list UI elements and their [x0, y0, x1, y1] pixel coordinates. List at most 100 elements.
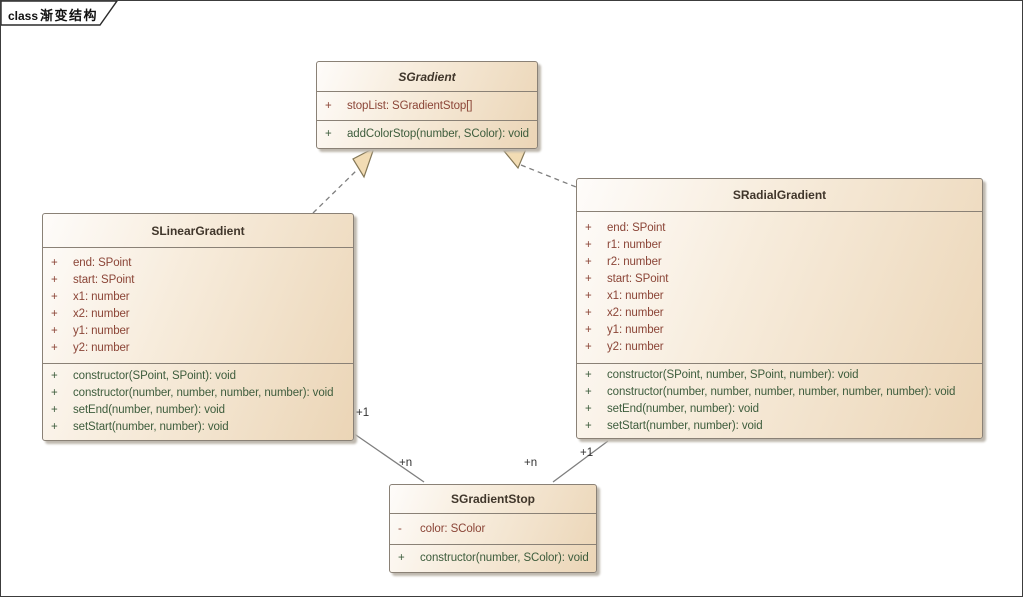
member-visibility: +	[51, 387, 58, 399]
class-attribute: + r2: number	[577, 254, 982, 271]
member-visibility: +	[585, 403, 592, 415]
frame-keyword: class	[8, 9, 39, 23]
class-attribute: - color: SColor	[390, 521, 596, 538]
realization-arrowhead-right	[502, 148, 527, 170]
class-attribute: + y1: number	[577, 322, 982, 339]
member-signature: x1: number	[73, 290, 130, 303]
class-attribute: + y1: number	[43, 323, 353, 340]
diagram-frame-tab-shape	[1, 1, 118, 26]
multiplicity-label: +1	[580, 447, 594, 459]
class-methods-section: + addColorStop(number, SColor): void	[317, 120, 537, 148]
class-attribute: + x1: number	[43, 289, 353, 306]
class-title: SGradient	[398, 69, 456, 84]
member-signature: constructor(SPoint, SPoint): void	[73, 370, 236, 382]
member-visibility: +	[51, 273, 58, 286]
member-signature: constructor(number, number, number, numb…	[607, 386, 956, 398]
member-visibility: +	[51, 404, 58, 416]
member-signature: r2: number	[607, 255, 662, 268]
member-signature: y2: number	[607, 340, 664, 353]
class-methods-section: + constructor(SPoint, SPoint): void + const…	[43, 363, 353, 440]
class-attribute: + end: SPoint	[43, 255, 353, 272]
member-signature: constructor(number, number, number, numb…	[73, 387, 334, 399]
member-signature: setEnd(number, number): void	[607, 403, 759, 415]
class-box-sgradientstop[interactable]: SGradientStop - color: SColor + constructo…	[389, 484, 597, 573]
member-signature: addColorStop(number, SColor): void	[347, 128, 529, 140]
member-signature: setEnd(number, number): void	[73, 404, 225, 416]
class-title: SRadialGradient	[732, 188, 827, 202]
class-attribute: + r1: number	[577, 237, 982, 254]
member-visibility: +	[585, 238, 592, 251]
class-attribute: + stopList: SGradientStop[]	[317, 98, 537, 115]
association-connector-sradial-to-sgradientstop[interactable]	[552, 440, 609, 483]
member-signature: x2: number	[73, 307, 130, 320]
member-signature: color: SColor	[420, 522, 486, 535]
member-visibility: +	[398, 552, 405, 564]
class-attribute: +x2: number	[577, 305, 982, 322]
class-method: + constructor(SPoint, SPoint): void	[43, 368, 353, 385]
realization-connector-slinear-to-sgradient[interactable]	[312, 168, 359, 214]
member-signature: end: SPoint	[607, 221, 666, 234]
class-attributes-section: + end: SPoint + start: SPoint + x1: number + x2…	[43, 247, 353, 363]
member-visibility: +	[585, 420, 592, 432]
association-connector-slinear-to-sgradientstop[interactable]	[352, 432, 425, 483]
class-attribute: + start: SPoint	[43, 272, 353, 289]
realization-connector-sradial-to-sgradient[interactable]	[520, 164, 577, 188]
member-signature: y1: number	[73, 324, 130, 337]
member-visibility: +	[325, 99, 332, 112]
class-box-sradialgradient[interactable]: SRadialGradient +end: SPoint+r1: number+…	[576, 178, 983, 439]
class-methods-section: + constructor(SPoint, number, SPoint, num…	[577, 363, 982, 438]
class-method: + setEnd(number, number): void	[43, 402, 353, 419]
member-visibility: -	[398, 522, 402, 535]
member-signature: constructor(number, SColor): void	[420, 552, 589, 564]
member-signature: stopList: SGradientStop[]	[347, 99, 473, 112]
class-attribute: + end: SPoint	[577, 220, 982, 237]
member-visibility: +	[585, 369, 592, 381]
member-signature: setStart(number, number): void	[607, 420, 763, 432]
member-signature: start: SPoint	[607, 272, 669, 285]
class-attribute: + y2: number	[577, 339, 982, 356]
class-attribute: + y2: number	[43, 340, 353, 357]
member-visibility: +	[585, 255, 592, 268]
member-visibility: +	[585, 221, 592, 234]
class-method: + setStart(number, number): void	[577, 418, 982, 435]
class-method: + constructor(number, number, number, num…	[43, 385, 353, 402]
member-signature: r1: number	[607, 238, 662, 251]
member-visibility: +	[51, 307, 58, 320]
class-box-slineargradient[interactable]: SLinearGradient + end: SPoint + start: SPoi…	[42, 213, 354, 441]
class-method: +setStart(number, number): void	[43, 419, 353, 436]
member-signature: constructor(SPoint, number, SPoint, numb…	[607, 369, 859, 381]
class-attribute: + x2: number	[43, 306, 353, 323]
class-method: + setEnd(number, number): void	[577, 401, 982, 418]
member-signature: start: SPoint	[73, 273, 135, 286]
member-signature: y2: number	[73, 341, 130, 354]
member-visibility: +	[585, 289, 592, 302]
member-visibility: +	[51, 290, 58, 303]
member-visibility: +	[51, 324, 58, 337]
class-method: + constructor(SPoint, number, SPoint, num…	[577, 367, 982, 384]
member-visibility: +	[585, 323, 592, 336]
frame-title: 渐变结构	[40, 8, 99, 23]
class-attributes-section: + end: SPoint + r1: number + r2: number + start…	[577, 211, 982, 363]
multiplicity-label: +n	[399, 457, 413, 469]
member-visibility: +	[51, 341, 58, 354]
member-visibility: +	[51, 370, 58, 382]
class-title: SLinearGradient	[151, 223, 245, 238]
member-visibility: +	[585, 272, 592, 285]
class-title: SGradientStop	[450, 492, 535, 506]
class-box-sgradient[interactable]: SGradient + stopList: SGradientStop[] + ad…	[316, 61, 538, 149]
realization-arrowhead-left	[352, 146, 376, 179]
class-attributes-section: - color: SColor	[390, 513, 596, 544]
class-method: +constructor(number, number, number, num…	[577, 384, 982, 401]
member-visibility: +	[51, 421, 58, 433]
member-visibility: +	[585, 306, 592, 319]
member-visibility: +	[325, 128, 332, 140]
member-visibility: +	[585, 340, 592, 353]
member-visibility: +	[51, 256, 58, 269]
member-signature: end: SPoint	[73, 256, 132, 269]
multiplicity-label: +n	[524, 457, 538, 469]
class-methods-section: + constructor(number, SColor): void	[390, 544, 596, 572]
member-signature: y1: number	[607, 323, 664, 336]
